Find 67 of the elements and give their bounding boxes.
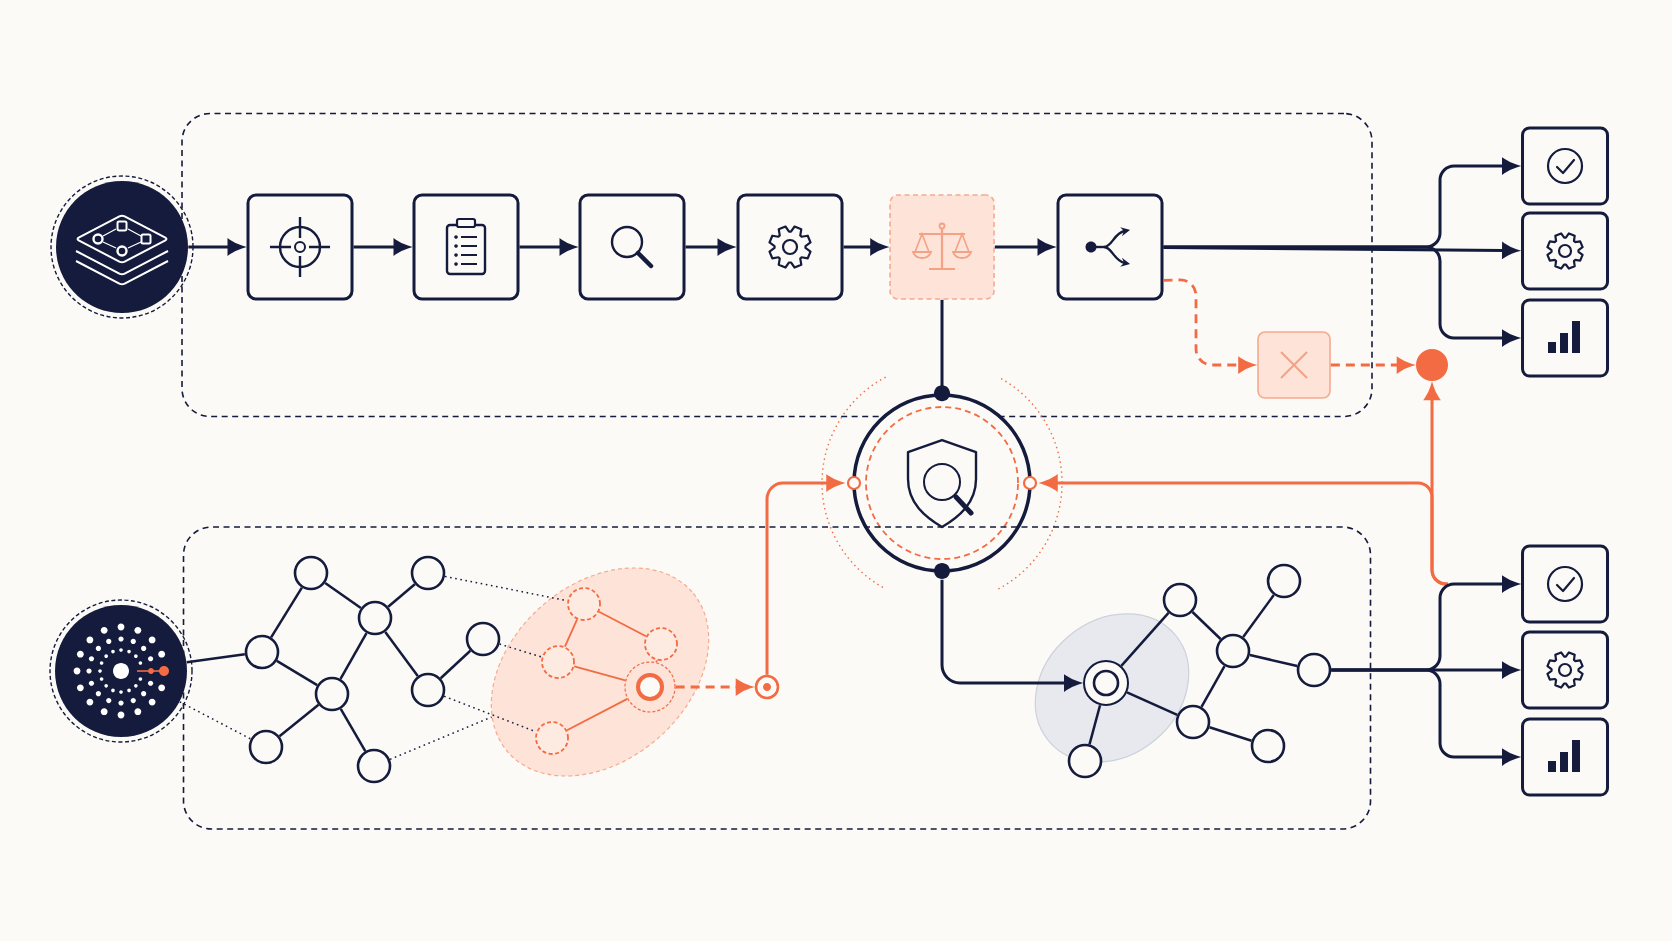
- arrow: [188, 239, 244, 255]
- arrow: [843, 239, 886, 255]
- dashed-arrow: [1330, 357, 1413, 373]
- graph-node: [535, 721, 569, 755]
- connector-line: [1126, 691, 1178, 717]
- target-ring: [754, 674, 780, 700]
- graph-node: [1083, 660, 1129, 706]
- graph-node: [314, 676, 350, 712]
- connector-line: [564, 618, 578, 648]
- graph-node: [1175, 704, 1211, 740]
- graph-node: [1250, 728, 1286, 764]
- graph-node: [293, 555, 329, 591]
- connector-line: [387, 583, 416, 608]
- graph-node: [410, 672, 446, 708]
- graph-node: [1215, 633, 1251, 669]
- connector-line: [339, 632, 368, 680]
- connector-line: [1191, 611, 1222, 640]
- arrow: [1163, 245, 1518, 346]
- connector-line: [278, 703, 320, 738]
- end-dot: [1416, 349, 1448, 381]
- arrow: [353, 239, 410, 255]
- connector-line: [324, 581, 362, 610]
- connector-line: [1120, 612, 1170, 667]
- connector-line: [276, 659, 318, 687]
- graph-node: [465, 621, 501, 657]
- dashed-frame: [182, 526, 1372, 830]
- connector-line: [339, 708, 367, 752]
- arrow: [685, 239, 734, 255]
- arrow: [1042, 475, 1449, 586]
- connector-line: [1249, 653, 1298, 668]
- connector-line: [655, 659, 658, 664]
- dashed-frame: [181, 112, 1373, 418]
- dashed-arrow: [1163, 278, 1254, 373]
- arrow: [994, 239, 1054, 255]
- arrow: [1331, 668, 1518, 765]
- dotted-line: [498, 643, 543, 658]
- arrow: [940, 579, 1080, 691]
- graph-node: [1067, 743, 1103, 779]
- connector-line: [598, 610, 647, 638]
- dotted-line: [389, 716, 493, 761]
- graph-node: [567, 587, 601, 621]
- graph-node: [248, 729, 284, 765]
- connector-line: [1200, 665, 1226, 708]
- connector-line: [573, 665, 627, 682]
- dashed-arrow: [675, 679, 752, 695]
- graph-node: [541, 645, 575, 679]
- arrow: [519, 239, 576, 255]
- connector-line: [439, 649, 472, 680]
- connector-line: [186, 653, 246, 664]
- graph-node: [1266, 563, 1302, 599]
- connector-line: [566, 697, 629, 732]
- graph-node: [356, 748, 392, 784]
- connector-line: [934, 299, 950, 402]
- graph-node: [1296, 652, 1332, 688]
- graph-node: [410, 555, 446, 591]
- connector-line: [1088, 704, 1102, 745]
- connector-line: [1209, 726, 1252, 742]
- graph-node: [357, 600, 393, 636]
- graph-node: [1162, 582, 1198, 618]
- connector-line: [384, 631, 419, 677]
- arrow: [765, 475, 842, 675]
- connector-line: [1242, 594, 1275, 638]
- graph-node: [644, 627, 678, 661]
- connector-line: [270, 587, 303, 638]
- graph-node: [624, 661, 676, 713]
- dotted-line: [179, 701, 252, 740]
- graph-node: [244, 634, 280, 670]
